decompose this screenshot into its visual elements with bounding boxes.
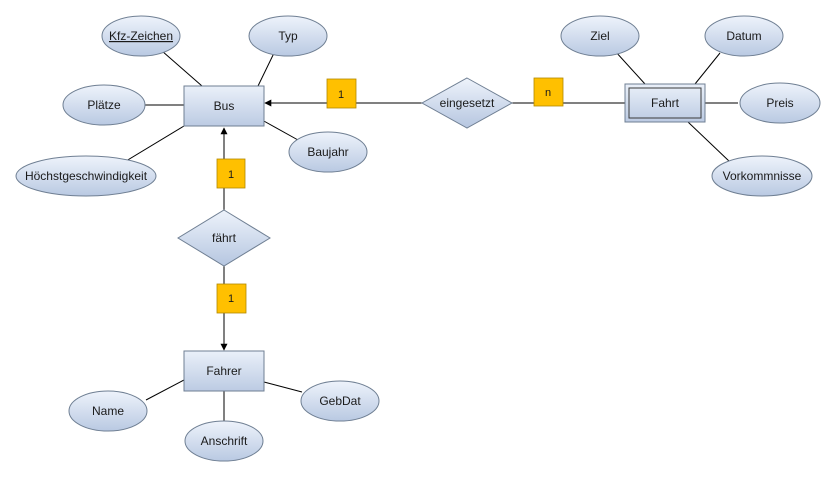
- attribute-plaetze[interactable]: Plätze: [62, 84, 146, 126]
- attribute-hoechstgeschwindigkeit[interactable]: Höchstgeschwindigkeit: [15, 155, 157, 197]
- attribute-preis[interactable]: Preis: [739, 82, 821, 124]
- attribute-anschrift[interactable]: Anschrift: [184, 420, 264, 462]
- fahrer-attribute-connectors: [145, 379, 303, 421]
- attribute-kfz-zeichen-label: Kfz-Zeichen: [109, 29, 173, 43]
- attribute-name-label: Name: [92, 404, 124, 418]
- attribute-ziel[interactable]: Ziel: [560, 15, 640, 57]
- attribute-gebdat-label: GebDat: [319, 394, 361, 408]
- entity-fahrt-label: Fahrt: [651, 96, 680, 110]
- attribute-preis-label: Preis: [766, 96, 793, 110]
- attribute-hoechstgeschwindigkeit-label: Höchstgeschwindigkeit: [25, 169, 148, 183]
- cardinality-fahrt-eingesetzt-label: n: [545, 87, 551, 99]
- entity-bus[interactable]: Bus: [183, 85, 265, 127]
- attribute-datum[interactable]: Datum: [704, 15, 784, 57]
- attribute-typ-label: Typ: [278, 29, 298, 43]
- entity-bus-label: Bus: [214, 99, 235, 113]
- relationship-eingesetzt-label: eingesetzt: [440, 96, 495, 110]
- attribute-kfz-zeichen[interactable]: Kfz-Zeichen: [101, 15, 181, 57]
- attribute-name[interactable]: Name: [68, 390, 148, 432]
- relationship-faehrt-label: fährt: [212, 231, 237, 245]
- entity-fahrt[interactable]: Fahrt: [624, 83, 706, 123]
- cardinality-bus-faehrt: 1: [216, 158, 246, 189]
- entity-fahrer-label: Fahrer: [206, 364, 241, 378]
- cardinality-fahrer-faehrt-label: 1: [228, 293, 234, 305]
- attribute-anschrift-label: Anschrift: [201, 434, 248, 448]
- relationship-eingesetzt[interactable]: eingesetzt: [420, 77, 514, 129]
- attribute-typ[interactable]: Typ: [248, 15, 328, 57]
- relationship-faehrt[interactable]: fährt: [177, 209, 271, 267]
- cardinality-fahrt-eingesetzt: n: [533, 77, 564, 107]
- cardinality-bus-eingesetzt-label: 1: [338, 89, 344, 101]
- fahrt-attribute-connectors: [614, 50, 738, 163]
- attribute-datum-label: Datum: [726, 29, 761, 43]
- cardinality-bus-faehrt-label: 1: [228, 169, 234, 181]
- attribute-vorkommnisse[interactable]: Vorkommnisse: [711, 155, 813, 197]
- bus-attribute-connectors: [125, 50, 299, 162]
- attribute-ziel-label: Ziel: [590, 29, 609, 43]
- attribute-plaetze-label: Plätze: [87, 98, 121, 112]
- attribute-vorkommnisse-label: Vorkommnisse: [723, 169, 802, 183]
- entity-fahrer[interactable]: Fahrer: [183, 350, 265, 392]
- attribute-baujahr[interactable]: Baujahr: [288, 131, 368, 173]
- attribute-baujahr-label: Baujahr: [307, 145, 348, 159]
- cardinality-bus-eingesetzt: 1: [326, 78, 357, 109]
- attribute-gebdat[interactable]: GebDat: [300, 380, 380, 422]
- cardinality-fahrer-faehrt: 1: [216, 283, 247, 314]
